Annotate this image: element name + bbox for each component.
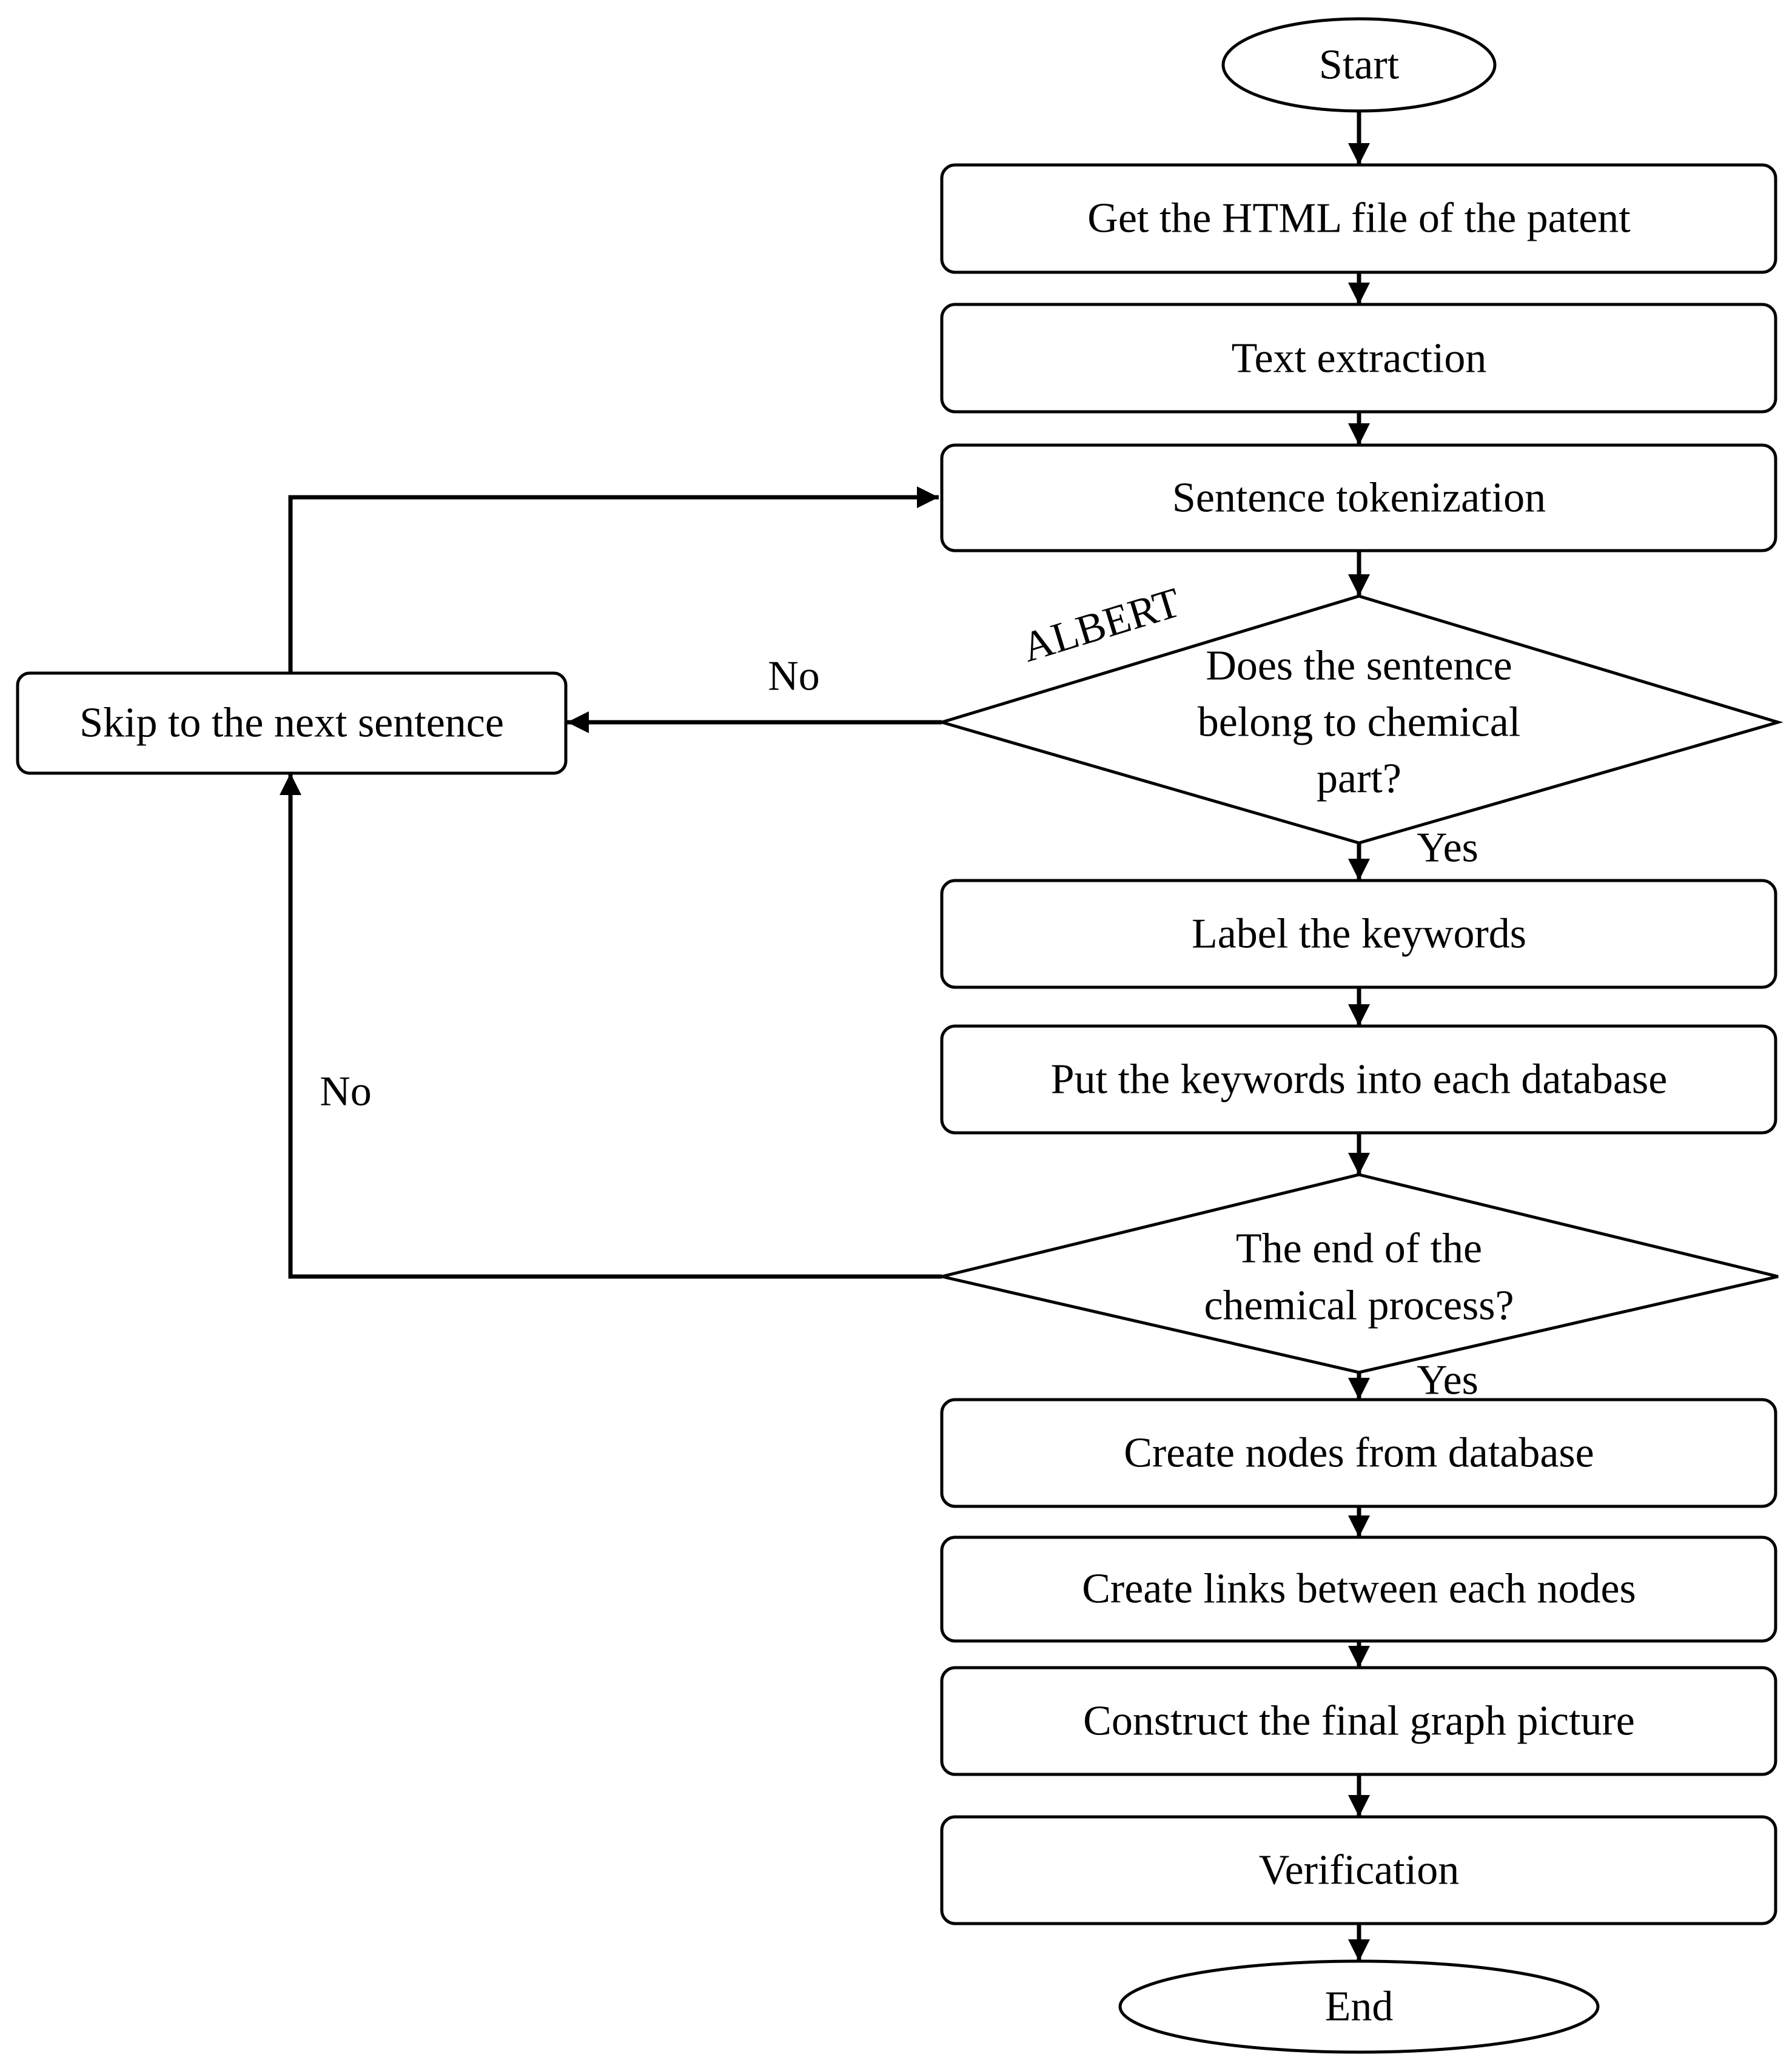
skip-sentence-step — [16, 671, 568, 775]
get-html-label: Get the HTML file of the patent — [1087, 195, 1631, 242]
verification-label: Verification — [1259, 1847, 1459, 1894]
start-terminal — [1221, 17, 1497, 113]
end-terminal — [1118, 1959, 1600, 2054]
edge-end-decision-no-to-skip — [280, 773, 942, 1279]
edges — [280, 111, 1370, 1961]
put-keywords-label: Put the keywords into each database — [1051, 1056, 1668, 1103]
text-extraction-label: Text extraction — [1232, 335, 1487, 382]
end-label: End — [1325, 1984, 1394, 2030]
end-process-no-edge-label: No — [320, 1069, 372, 1115]
end-process-decision — [941, 1173, 1779, 1374]
chemical-part-question-line-3: part? — [1317, 756, 1401, 802]
end-process-question-line-1: The end of the — [1236, 1226, 1482, 1272]
text-extraction-step — [940, 303, 1777, 414]
chemical-part-decision — [936, 594, 1784, 845]
nodes: Start Get the HTML file of the patent Te… — [16, 17, 1784, 2054]
end-process-question-line-2: chemical process? — [1204, 1283, 1514, 1329]
chemical-part-question-line-1: Does the sentence — [1206, 643, 1512, 690]
chemical-no-edge-label: No — [768, 653, 820, 700]
sentence-tokenization-label: Sentence tokenization — [1172, 475, 1546, 522]
start-label: Start — [1319, 42, 1400, 89]
create-links-label: Create links between each nodes — [1082, 1566, 1636, 1612]
chemical-part-question-line-2: belong to chemical — [1198, 699, 1521, 746]
construct-graph-step — [940, 1666, 1777, 1776]
verification-step — [940, 1815, 1777, 1925]
sentence-tokenization-step — [940, 443, 1777, 552]
edge-skip-to-tokenization — [288, 486, 939, 673]
chemical-yes-edge-label: Yes — [1417, 825, 1478, 871]
create-links-step — [940, 1535, 1777, 1643]
label-keywords-label: Label the keywords — [1192, 911, 1526, 958]
label-keywords-step — [940, 879, 1777, 989]
end-process-yes-edge-label: Yes — [1417, 1357, 1478, 1404]
create-nodes-label: Create nodes from database — [1124, 1430, 1594, 1477]
get-html-step — [940, 163, 1777, 274]
skip-sentence-label: Skip to the next sentence — [79, 700, 504, 747]
construct-graph-label: Construct the final graph picture — [1083, 1698, 1635, 1745]
put-keywords-step — [940, 1024, 1777, 1135]
create-nodes-step — [940, 1398, 1777, 1508]
